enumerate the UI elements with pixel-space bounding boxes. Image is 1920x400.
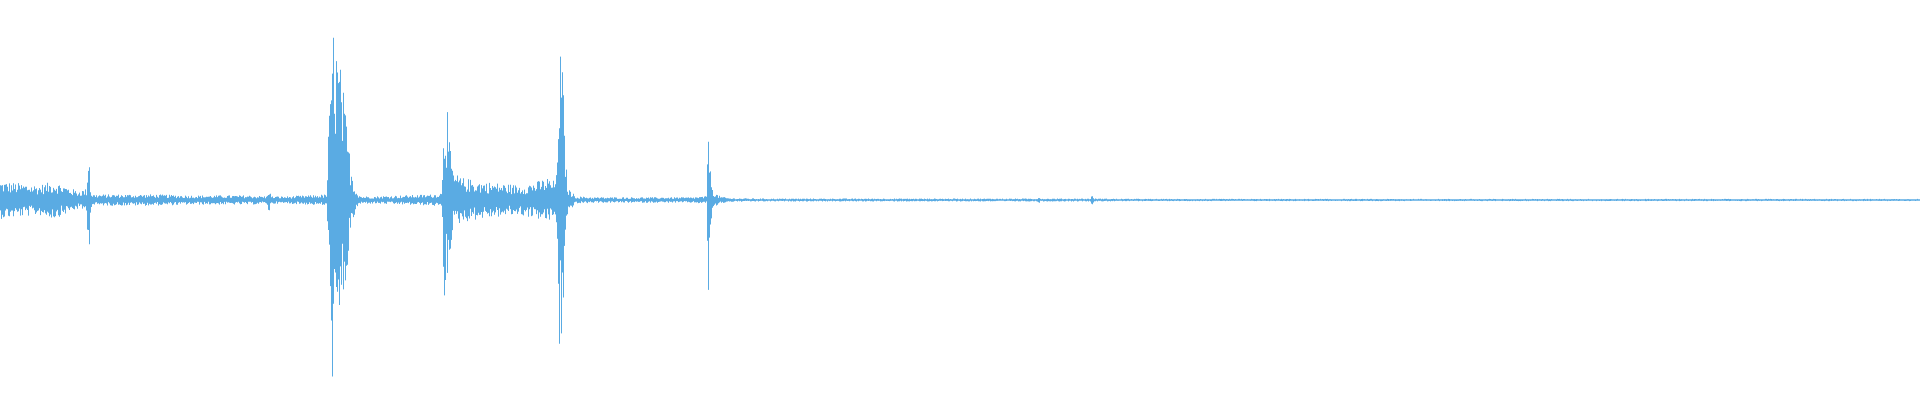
waveform-envelope — [0, 37, 1920, 377]
waveform-series — [0, 37, 1920, 377]
